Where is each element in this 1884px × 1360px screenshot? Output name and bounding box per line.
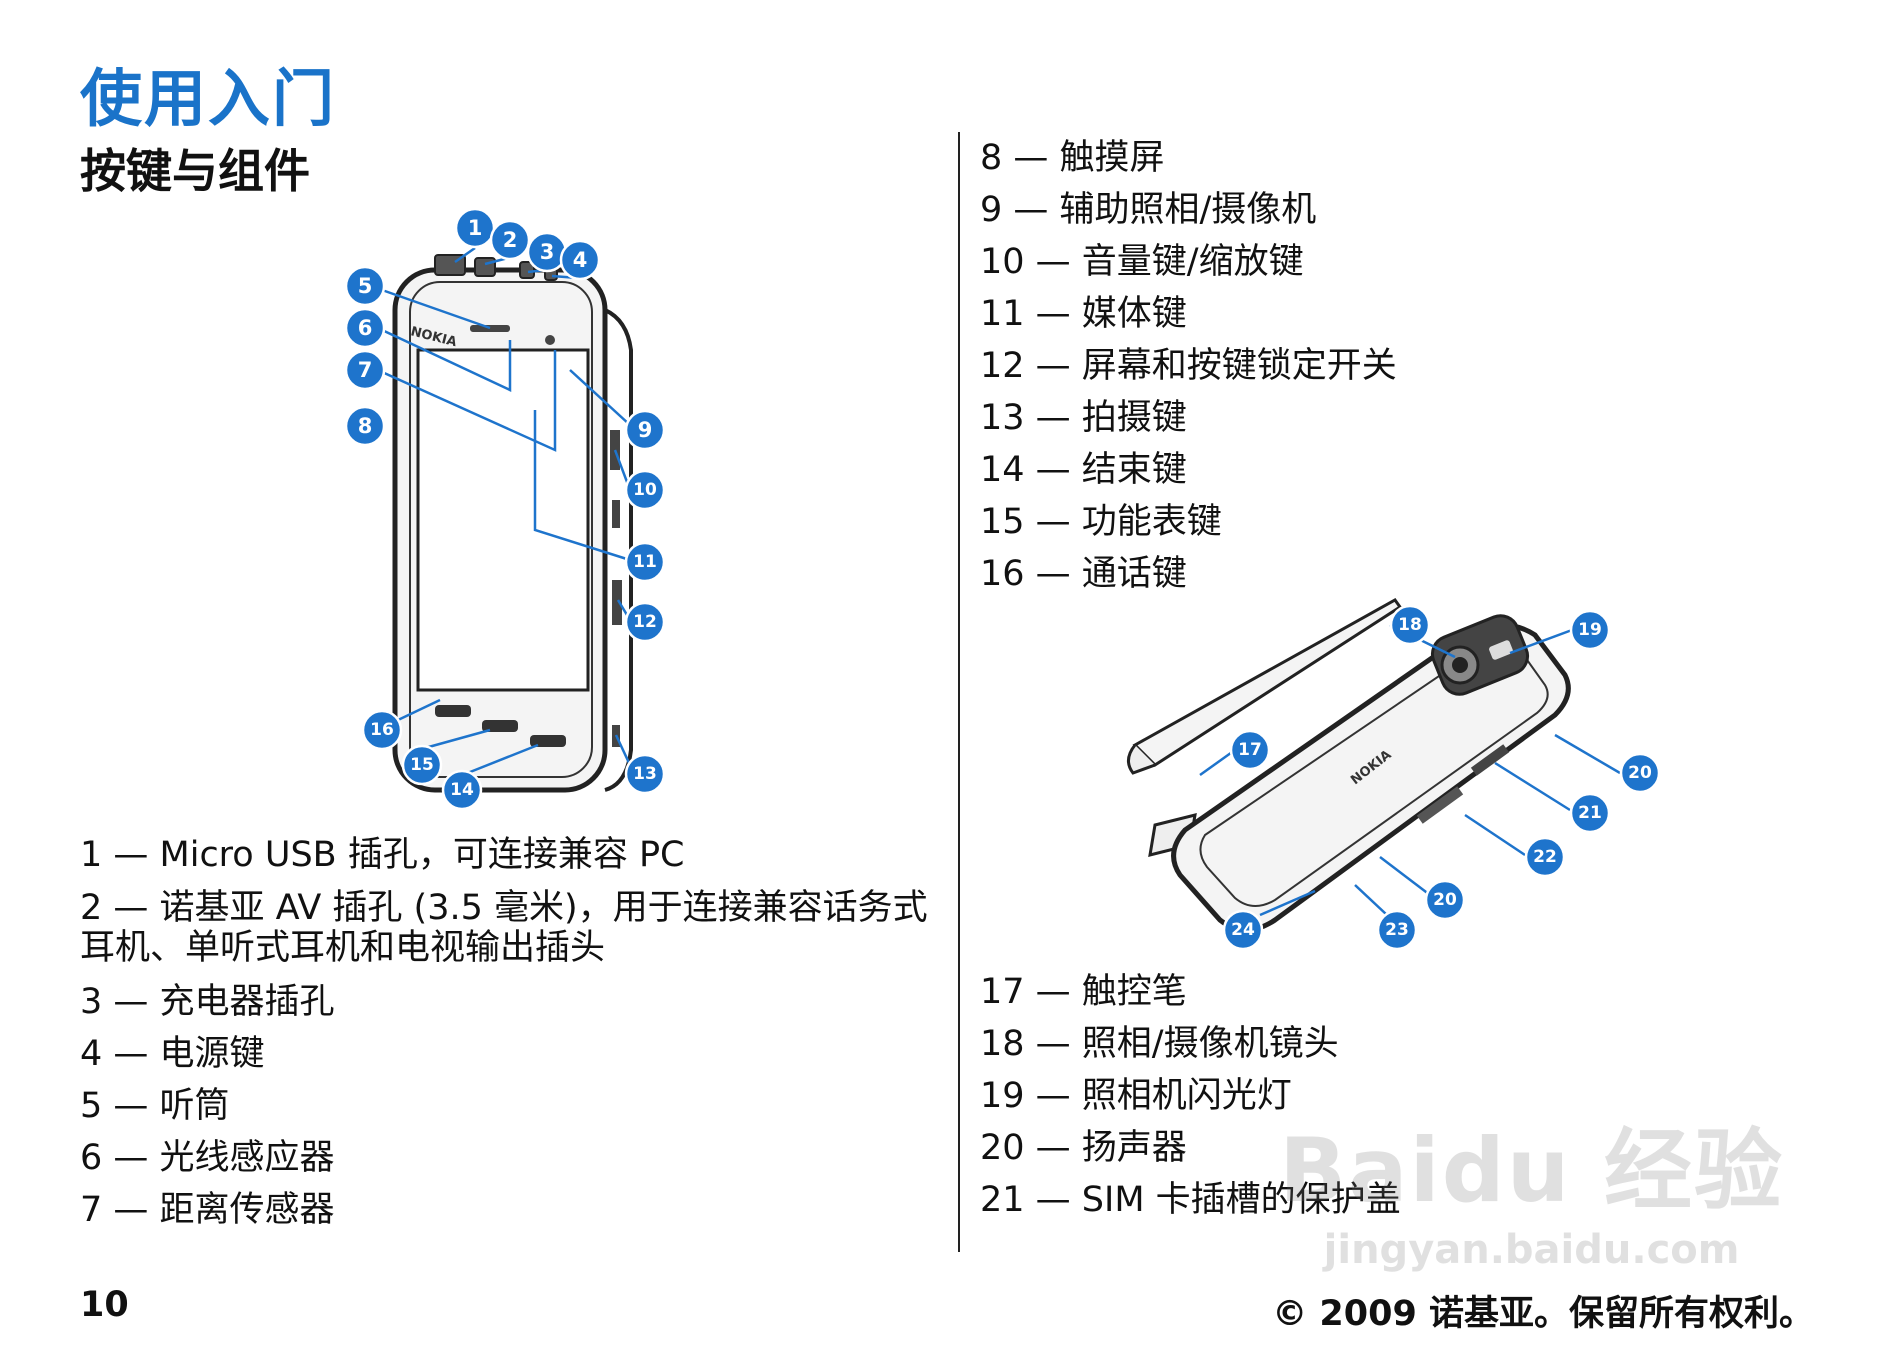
svg-text:20: 20 bbox=[1433, 890, 1457, 910]
list-item-16: 16 — 通话键 bbox=[980, 554, 1187, 594]
phone-front-illustration: NOKIA 1 2 3 4 5 6 7 8 9 10 11 12 13 14 1… bbox=[344, 207, 666, 811]
callout-19: 19 bbox=[1569, 609, 1611, 651]
callout-3: 3 bbox=[526, 231, 568, 273]
callout-8: 8 bbox=[344, 405, 386, 447]
callout-24: 24 bbox=[1222, 909, 1264, 951]
list-item-17: 17 — 触控笔 bbox=[980, 972, 1187, 1012]
callout-11: 11 bbox=[624, 541, 666, 583]
svg-text:9: 9 bbox=[638, 418, 653, 442]
column-divider bbox=[958, 132, 960, 1252]
list-item-20: 20 — 扬声器 bbox=[980, 1128, 1187, 1168]
list-item-15: 15 — 功能表键 bbox=[980, 502, 1222, 542]
svg-text:5: 5 bbox=[358, 274, 373, 298]
list-item-9: 9 — 辅助照相/摄像机 bbox=[980, 190, 1317, 230]
svg-text:1: 1 bbox=[468, 216, 483, 240]
phone-back-illustration: NOKIA 17 18 19 20 21 22 20 23 24 bbox=[1127, 598, 1661, 951]
list-item-8: 8 — 触摸屏 bbox=[980, 138, 1165, 178]
list-item-12: 12 — 屏幕和按键锁定开关 bbox=[980, 346, 1397, 386]
svg-text:2: 2 bbox=[503, 228, 518, 252]
svg-text:17: 17 bbox=[1238, 740, 1262, 760]
list-item-13: 13 — 拍摄键 bbox=[980, 398, 1187, 438]
svg-text:6: 6 bbox=[358, 316, 373, 340]
callout-4: 4 bbox=[559, 239, 601, 281]
callout-6: 6 bbox=[344, 307, 386, 349]
list-item-3: 3 — 充电器插孔 bbox=[80, 982, 335, 1022]
callout-12: 12 bbox=[624, 601, 666, 643]
callout-13: 13 bbox=[624, 753, 666, 795]
callout-1: 1 bbox=[454, 207, 496, 249]
svg-text:12: 12 bbox=[633, 612, 657, 632]
watermark-logo-text: Baidu 经验 bbox=[1279, 1119, 1784, 1222]
watermark-url: jingyan.baidu.com bbox=[1323, 1227, 1740, 1273]
chapter-title: 使用入门 bbox=[80, 62, 337, 135]
svg-text:13: 13 bbox=[633, 764, 657, 784]
list-item-10: 10 — 音量键/缩放键 bbox=[980, 242, 1304, 282]
callout-10: 10 bbox=[624, 469, 666, 511]
svg-text:22: 22 bbox=[1533, 847, 1557, 867]
page-number: 10 bbox=[80, 1285, 129, 1325]
callout-20-right: 20 bbox=[1619, 752, 1661, 794]
svg-text:10: 10 bbox=[633, 480, 657, 500]
svg-text:20: 20 bbox=[1628, 763, 1652, 783]
list-item-11: 11 — 媒体键 bbox=[980, 294, 1187, 334]
svg-text:8: 8 bbox=[358, 414, 373, 438]
list-item-6: 6 — 光线感应器 bbox=[80, 1138, 335, 1178]
callout-9: 9 bbox=[624, 409, 666, 451]
svg-text:19: 19 bbox=[1578, 620, 1602, 640]
callout-21: 21 bbox=[1569, 792, 1611, 834]
copyright-notice: © 2009 诺基亚。保留所有权利。 bbox=[1272, 1294, 1814, 1334]
callout-5: 5 bbox=[344, 265, 386, 307]
list-item-1: 1 — Micro USB 插孔，可连接兼容 PC bbox=[80, 835, 685, 875]
svg-text:16: 16 bbox=[370, 720, 394, 740]
callout-22: 22 bbox=[1524, 836, 1566, 878]
list-item-7: 7 — 距离传感器 bbox=[80, 1190, 335, 1230]
svg-text:7: 7 bbox=[358, 358, 373, 382]
svg-text:4: 4 bbox=[573, 248, 588, 272]
callout-15: 15 bbox=[401, 744, 443, 786]
callout-17: 17 bbox=[1229, 729, 1271, 771]
callout-7: 7 bbox=[344, 349, 386, 391]
callout-18: 18 bbox=[1389, 604, 1431, 646]
svg-text:15: 15 bbox=[410, 755, 434, 775]
callout-16: 16 bbox=[361, 709, 403, 751]
svg-text:3: 3 bbox=[540, 240, 555, 264]
list-item-19: 19 — 照相机闪光灯 bbox=[980, 1076, 1292, 1116]
list-item-2: 2 — 诺基亚 AV 插孔 (3.5 毫米)，用于连接兼容话务式耳机、单听式耳机… bbox=[80, 888, 928, 968]
callout-2: 2 bbox=[489, 219, 531, 261]
svg-text:21: 21 bbox=[1578, 803, 1602, 823]
section-title: 按键与组件 bbox=[80, 144, 310, 198]
list-item-4: 4 — 电源键 bbox=[80, 1034, 265, 1074]
svg-text:24: 24 bbox=[1231, 920, 1255, 940]
list-item-21: 21 — SIM 卡插槽的保护盖 bbox=[980, 1180, 1401, 1220]
svg-text:11: 11 bbox=[633, 552, 657, 572]
list-item-5: 5 — 听筒 bbox=[80, 1086, 230, 1126]
callout-23: 23 bbox=[1376, 909, 1418, 951]
callout-14: 14 bbox=[441, 769, 483, 811]
callout-20-bottom: 20 bbox=[1424, 879, 1466, 921]
svg-text:18: 18 bbox=[1398, 615, 1422, 635]
list-item-18: 18 — 照相/摄像机镜头 bbox=[980, 1024, 1339, 1064]
svg-text:23: 23 bbox=[1385, 920, 1409, 940]
watermark: Baidu 经验 jingyan.baidu.com bbox=[1279, 1100, 1784, 1273]
list-item-14: 14 — 结束键 bbox=[980, 450, 1187, 490]
svg-text:14: 14 bbox=[450, 780, 474, 800]
